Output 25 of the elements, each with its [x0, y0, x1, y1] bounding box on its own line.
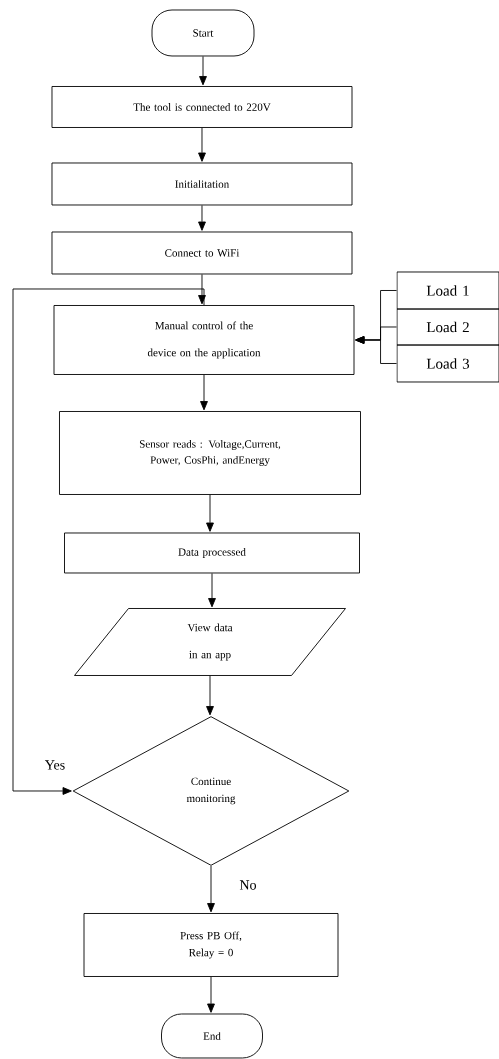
- arrow: [355, 336, 397, 364]
- edge-label: No: [238, 879, 258, 891]
- arrow: [207, 976, 215, 1013]
- process-box: Data processed: [64, 532, 360, 574]
- process-box: Initialitation: [51, 162, 353, 206]
- arrow: [206, 494, 214, 532]
- arrow: [207, 865, 215, 913]
- arrow: [198, 127, 206, 162]
- arrow: [208, 573, 216, 608]
- arrow: [206, 675, 214, 716]
- process-box: The tool is connected to 220V: [51, 86, 353, 128]
- process-box: Press PB Off, Relay = 0: [83, 913, 339, 977]
- process-box: Connect to WiFi: [51, 231, 353, 275]
- arrow: [198, 274, 206, 305]
- arrow: [200, 374, 208, 411]
- arrow: [198, 205, 206, 231]
- input-output-parallelogram: View data in an app: [74, 608, 346, 676]
- process-box: Sensor reads : Voltage,Current, Power, CosPhi, andEnergy: [59, 411, 361, 495]
- load-box: Load 1: [396, 271, 499, 310]
- arrow: [199, 56, 207, 86]
- load-box: Load 3: [396, 344, 499, 383]
- arrow: [12, 288, 205, 795]
- edge-label: Yes: [43, 759, 67, 771]
- process-box: Manual control of the device on the application: [53, 305, 355, 375]
- load-box: Load 2: [396, 308, 499, 346]
